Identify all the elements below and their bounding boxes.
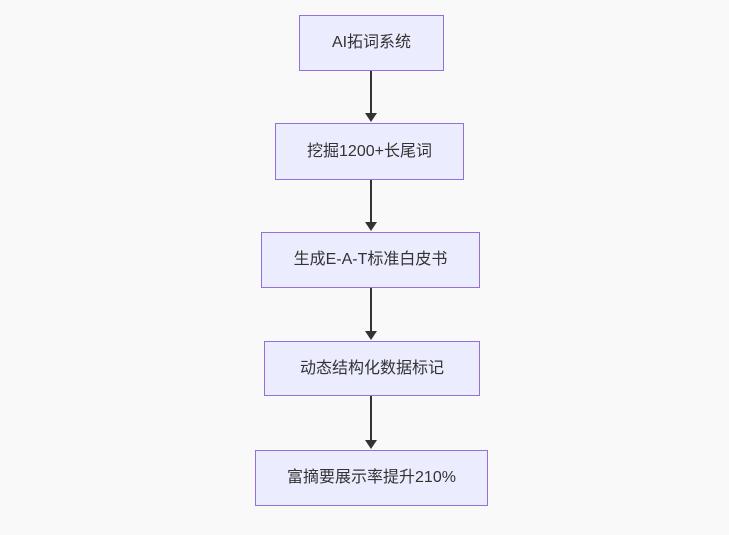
flow-node-structured-data-markup: 动态结构化数据标记 (264, 341, 480, 396)
edge-line-2 (370, 180, 372, 224)
flow-node-ai-keyword-system: AI拓词系统 (299, 15, 444, 71)
edge-line-4 (370, 396, 372, 441)
edge-line-1 (370, 71, 372, 115)
flow-node-label: 动态结构化数据标记 (299, 359, 444, 377)
flow-node-label: 挖掘1200+长尾词 (307, 142, 432, 160)
edge-arrowhead-3 (365, 331, 377, 340)
flow-node-rich-snippet-uplift: 富摘要展示率提升210% (255, 450, 488, 506)
flow-node-eat-whitepaper: 生成E-A-T标准白皮书 (261, 232, 480, 288)
edge-arrowhead-4 (365, 440, 377, 449)
edge-line-3 (370, 288, 372, 333)
flow-node-label: AI拓词系统 (331, 34, 412, 52)
flow-node-label: 生成E-A-T标准白皮书 (293, 251, 448, 269)
flow-node-label: 富摘要展示率提升210% (287, 469, 456, 487)
edge-arrowhead-1 (365, 113, 377, 122)
flow-node-longtail-mining: 挖掘1200+长尾词 (275, 123, 464, 180)
edge-arrowhead-2 (365, 222, 377, 231)
